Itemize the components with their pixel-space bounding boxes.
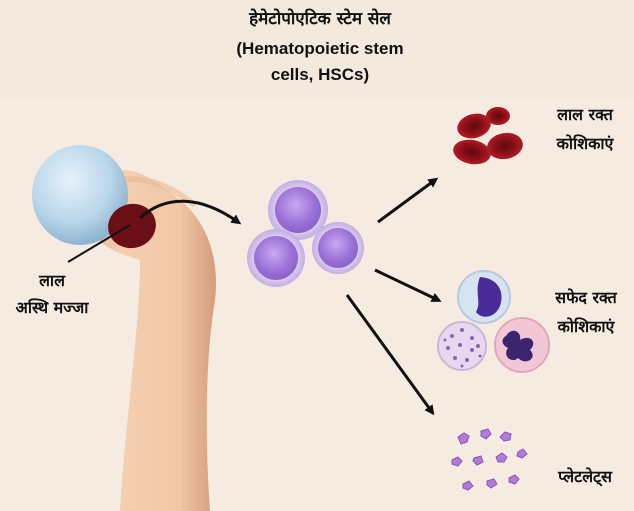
- wbc-label-line2: कोशिकाएं: [541, 316, 631, 337]
- marrow-label-line1: लाल: [6, 270, 98, 291]
- rbc-label-line2: कोशिकाएं: [543, 133, 627, 154]
- title-english-line2: cells, HSCs): [195, 64, 445, 86]
- title-hindi: हेमेटोपोएटिक स्टेम सेल: [200, 8, 440, 30]
- rbc-label-line1: लाल रक्त: [543, 104, 627, 125]
- platelets-label: प्लेटलेट्स: [540, 466, 630, 487]
- title-english-line1: (Hematopoietic stem: [195, 38, 445, 60]
- wbc-label-line1: सफेद रक्त: [541, 287, 631, 308]
- marrow-label-line2: अस्थि मज्जा: [2, 297, 102, 318]
